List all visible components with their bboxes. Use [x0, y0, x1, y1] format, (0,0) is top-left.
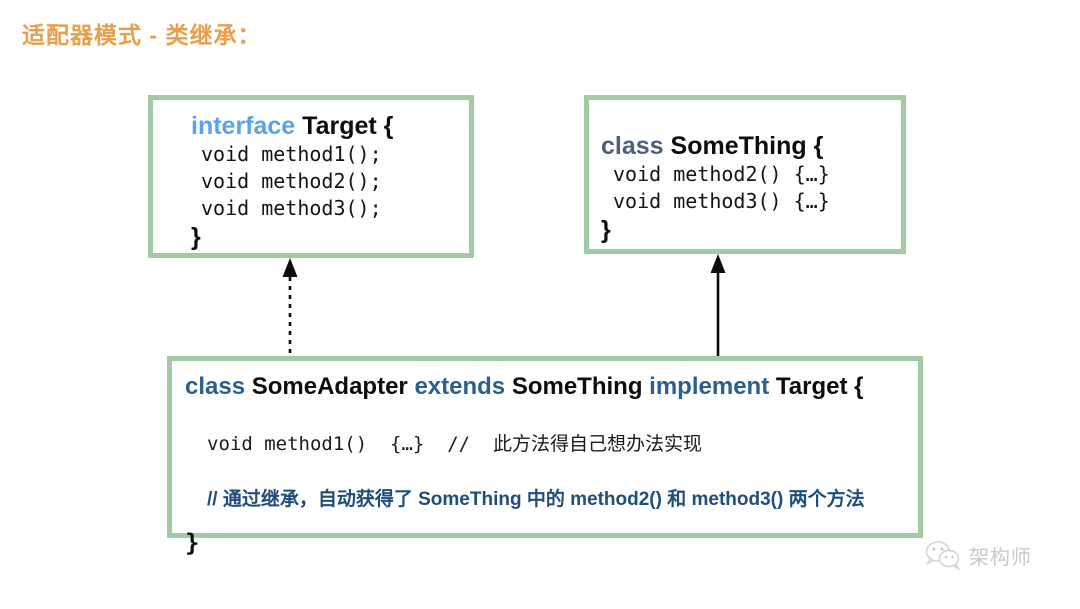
code-box-target-content: interface Target { void method1(); void … — [153, 100, 469, 252]
adapter-close-brace: } — [185, 529, 200, 557]
code-box-adapter: class SomeAdapter extends SomeThing impl… — [167, 356, 923, 557]
identifier-something: SomeThing — [511, 373, 643, 400]
extends-arrow — [710, 254, 726, 362]
keyword-class: class — [601, 132, 664, 160]
keyword-extends: extends — [414, 373, 506, 400]
something-method-line: void method2() {…} — [613, 162, 830, 186]
code-box-something-content: class SomeThing { void method2() {…} voi… — [589, 100, 901, 245]
identifier-target: Target { — [302, 112, 394, 140]
code-box-target: interface Target { void method1(); void … — [148, 95, 474, 258]
adapter-declaration: class SomeAdapter extends SomeThing impl… — [185, 371, 918, 403]
implements-arrow — [282, 258, 298, 362]
something-method-line: void method3() {…} — [613, 189, 830, 213]
identifier-someadapter: SomeAdapter — [251, 373, 408, 400]
identifier-target: Target { — [775, 373, 864, 400]
wechat-icon — [925, 541, 961, 570]
target-method-line: void method3(); — [201, 196, 382, 220]
keyword-implement: implement — [649, 373, 770, 400]
target-method-line: void method2(); — [201, 169, 382, 193]
target-declaration: interface Target { — [191, 111, 469, 141]
page-title: 适配器模式 - 类继承： — [22, 22, 262, 48]
target-close-brace: } — [191, 223, 201, 251]
identifier-something: SomeThing { — [670, 132, 824, 160]
code-box-something: class SomeThing { void method2() {…} voi… — [584, 95, 906, 254]
keyword-interface: interface — [191, 112, 296, 140]
target-method-line: void method1(); — [201, 142, 382, 166]
something-declaration: class SomeThing { — [601, 131, 901, 161]
code-box-adapter-content: class SomeAdapter extends SomeThing impl… — [172, 361, 918, 557]
adapter-method-line: void method1() {…} // 此方法得自己想办法实现 — [207, 433, 702, 455]
keyword-class: class — [185, 373, 246, 400]
watermark: 架构师 — [925, 540, 1032, 570]
adapter-comment-line: // 通过继承，自动获得了 SomeThing 中的 method2() 和 m… — [207, 489, 865, 510]
something-close-brace: } — [601, 216, 611, 244]
watermark-text: 架构师 — [969, 546, 1032, 569]
